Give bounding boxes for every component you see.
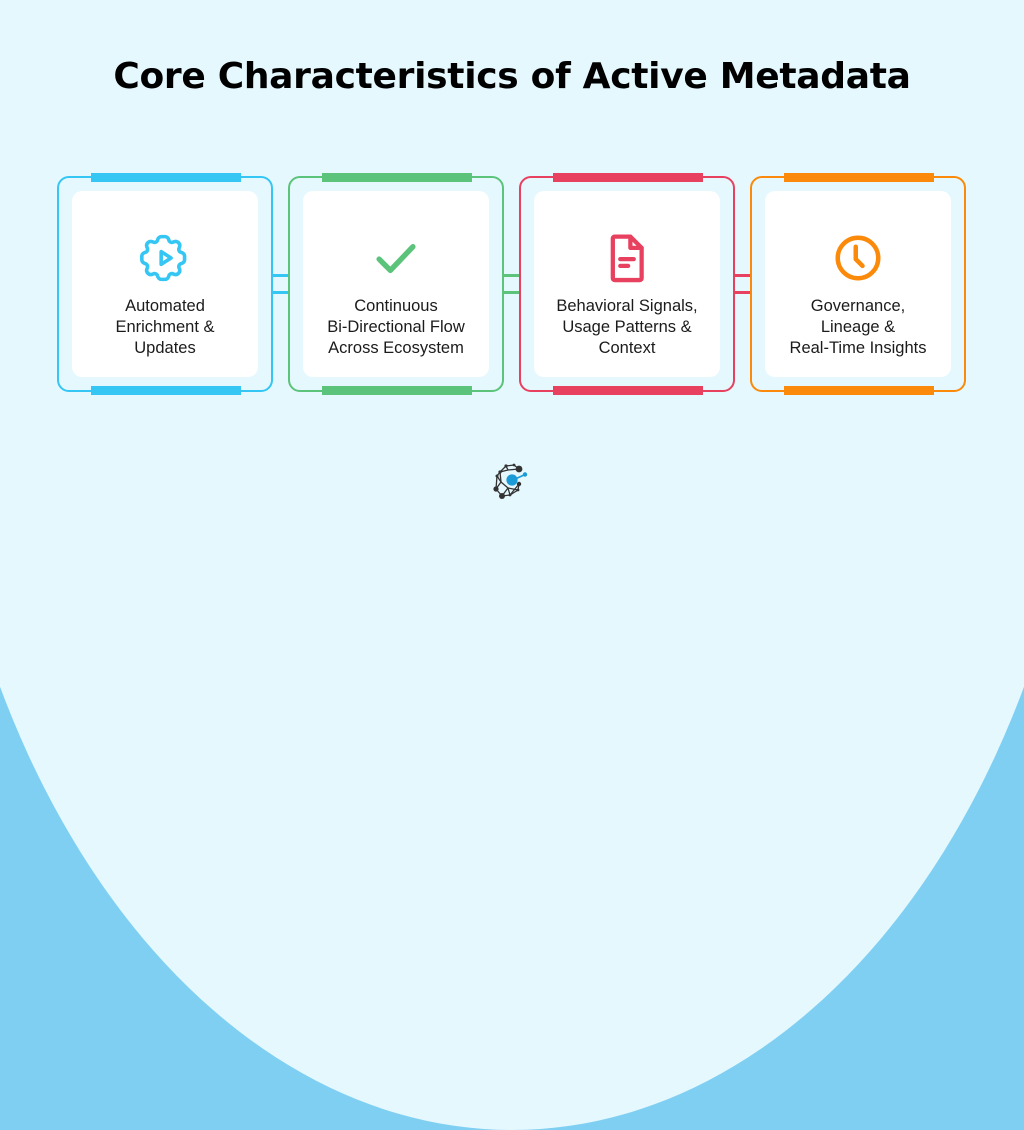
card-label: Continuous Bi-Directional Flow Across Ec… [303, 296, 489, 359]
card-panel: Behavioral Signals, Usage Patterns & Con… [534, 191, 720, 377]
checkmark-icon [376, 244, 416, 274]
connector-line [735, 274, 750, 277]
connector-line [504, 291, 519, 294]
card-panel: Governance, Lineage & Real-Time Insights [765, 191, 951, 377]
page-title: Core Characteristics of Active Metadata [113, 56, 911, 97]
connector-line [273, 291, 288, 294]
card-behavioral-signals: Behavioral Signals, Usage Patterns & Con… [519, 173, 735, 395]
card-top-bar [784, 173, 934, 182]
connector-line [735, 291, 750, 294]
label-line: Context [598, 339, 656, 357]
card-top-bar [322, 173, 472, 182]
clock-icon [835, 235, 881, 281]
label-line: Updates [134, 339, 196, 357]
label-line: Governance, [810, 297, 906, 315]
card-bottom-bar [553, 386, 703, 395]
card-label: Governance, Lineage & Real-Time Insights [765, 296, 951, 359]
card-panel: Continuous Bi-Directional Flow Across Ec… [303, 191, 489, 377]
label-line: Real-Time Insights [789, 339, 927, 357]
connector-line [273, 274, 288, 277]
card-top-bar [91, 173, 241, 182]
card-bottom-bar [322, 386, 472, 395]
gear-play-icon [140, 234, 187, 282]
card-label: Behavioral Signals, Usage Patterns & Con… [534, 296, 720, 359]
card-governance-lineage: Governance, Lineage & Real-Time Insights [750, 173, 966, 395]
label-line: Across Ecosystem [328, 339, 464, 357]
label-line: Continuous [354, 297, 438, 315]
label-line: Enrichment & [115, 318, 215, 336]
card-top-bar [553, 173, 703, 182]
label-line: Behavioral Signals, [556, 297, 698, 315]
card-bottom-bar [91, 386, 241, 395]
label-line: Bi-Directional Flow [327, 318, 465, 336]
label-line: Automated [125, 297, 205, 315]
network-logo-icon [493, 463, 528, 499]
document-icon [610, 234, 644, 283]
card-panel: Automated Enrichment & Updates [72, 191, 258, 377]
label-line: Lineage & [820, 318, 896, 336]
connector-line [504, 274, 519, 277]
card-continuous-flow: Continuous Bi-Directional Flow Across Ec… [288, 173, 504, 395]
label-line: Usage Patterns & [562, 318, 692, 336]
card-bottom-bar [784, 386, 934, 395]
card-automated-enrichment: Automated Enrichment & Updates [57, 173, 273, 395]
card-label: Automated Enrichment & Updates [72, 296, 258, 359]
